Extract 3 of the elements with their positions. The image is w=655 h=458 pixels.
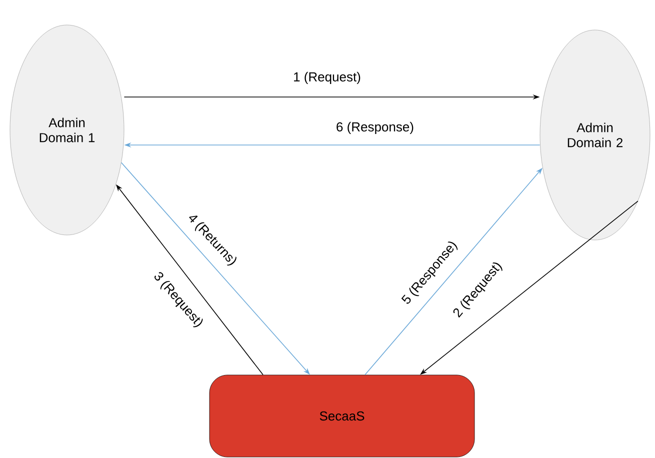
edge-label: 6 (Response) <box>336 122 414 134</box>
edge-label: 1 (Request) <box>294 72 360 84</box>
service-box: SecaaS <box>209 374 475 458</box>
